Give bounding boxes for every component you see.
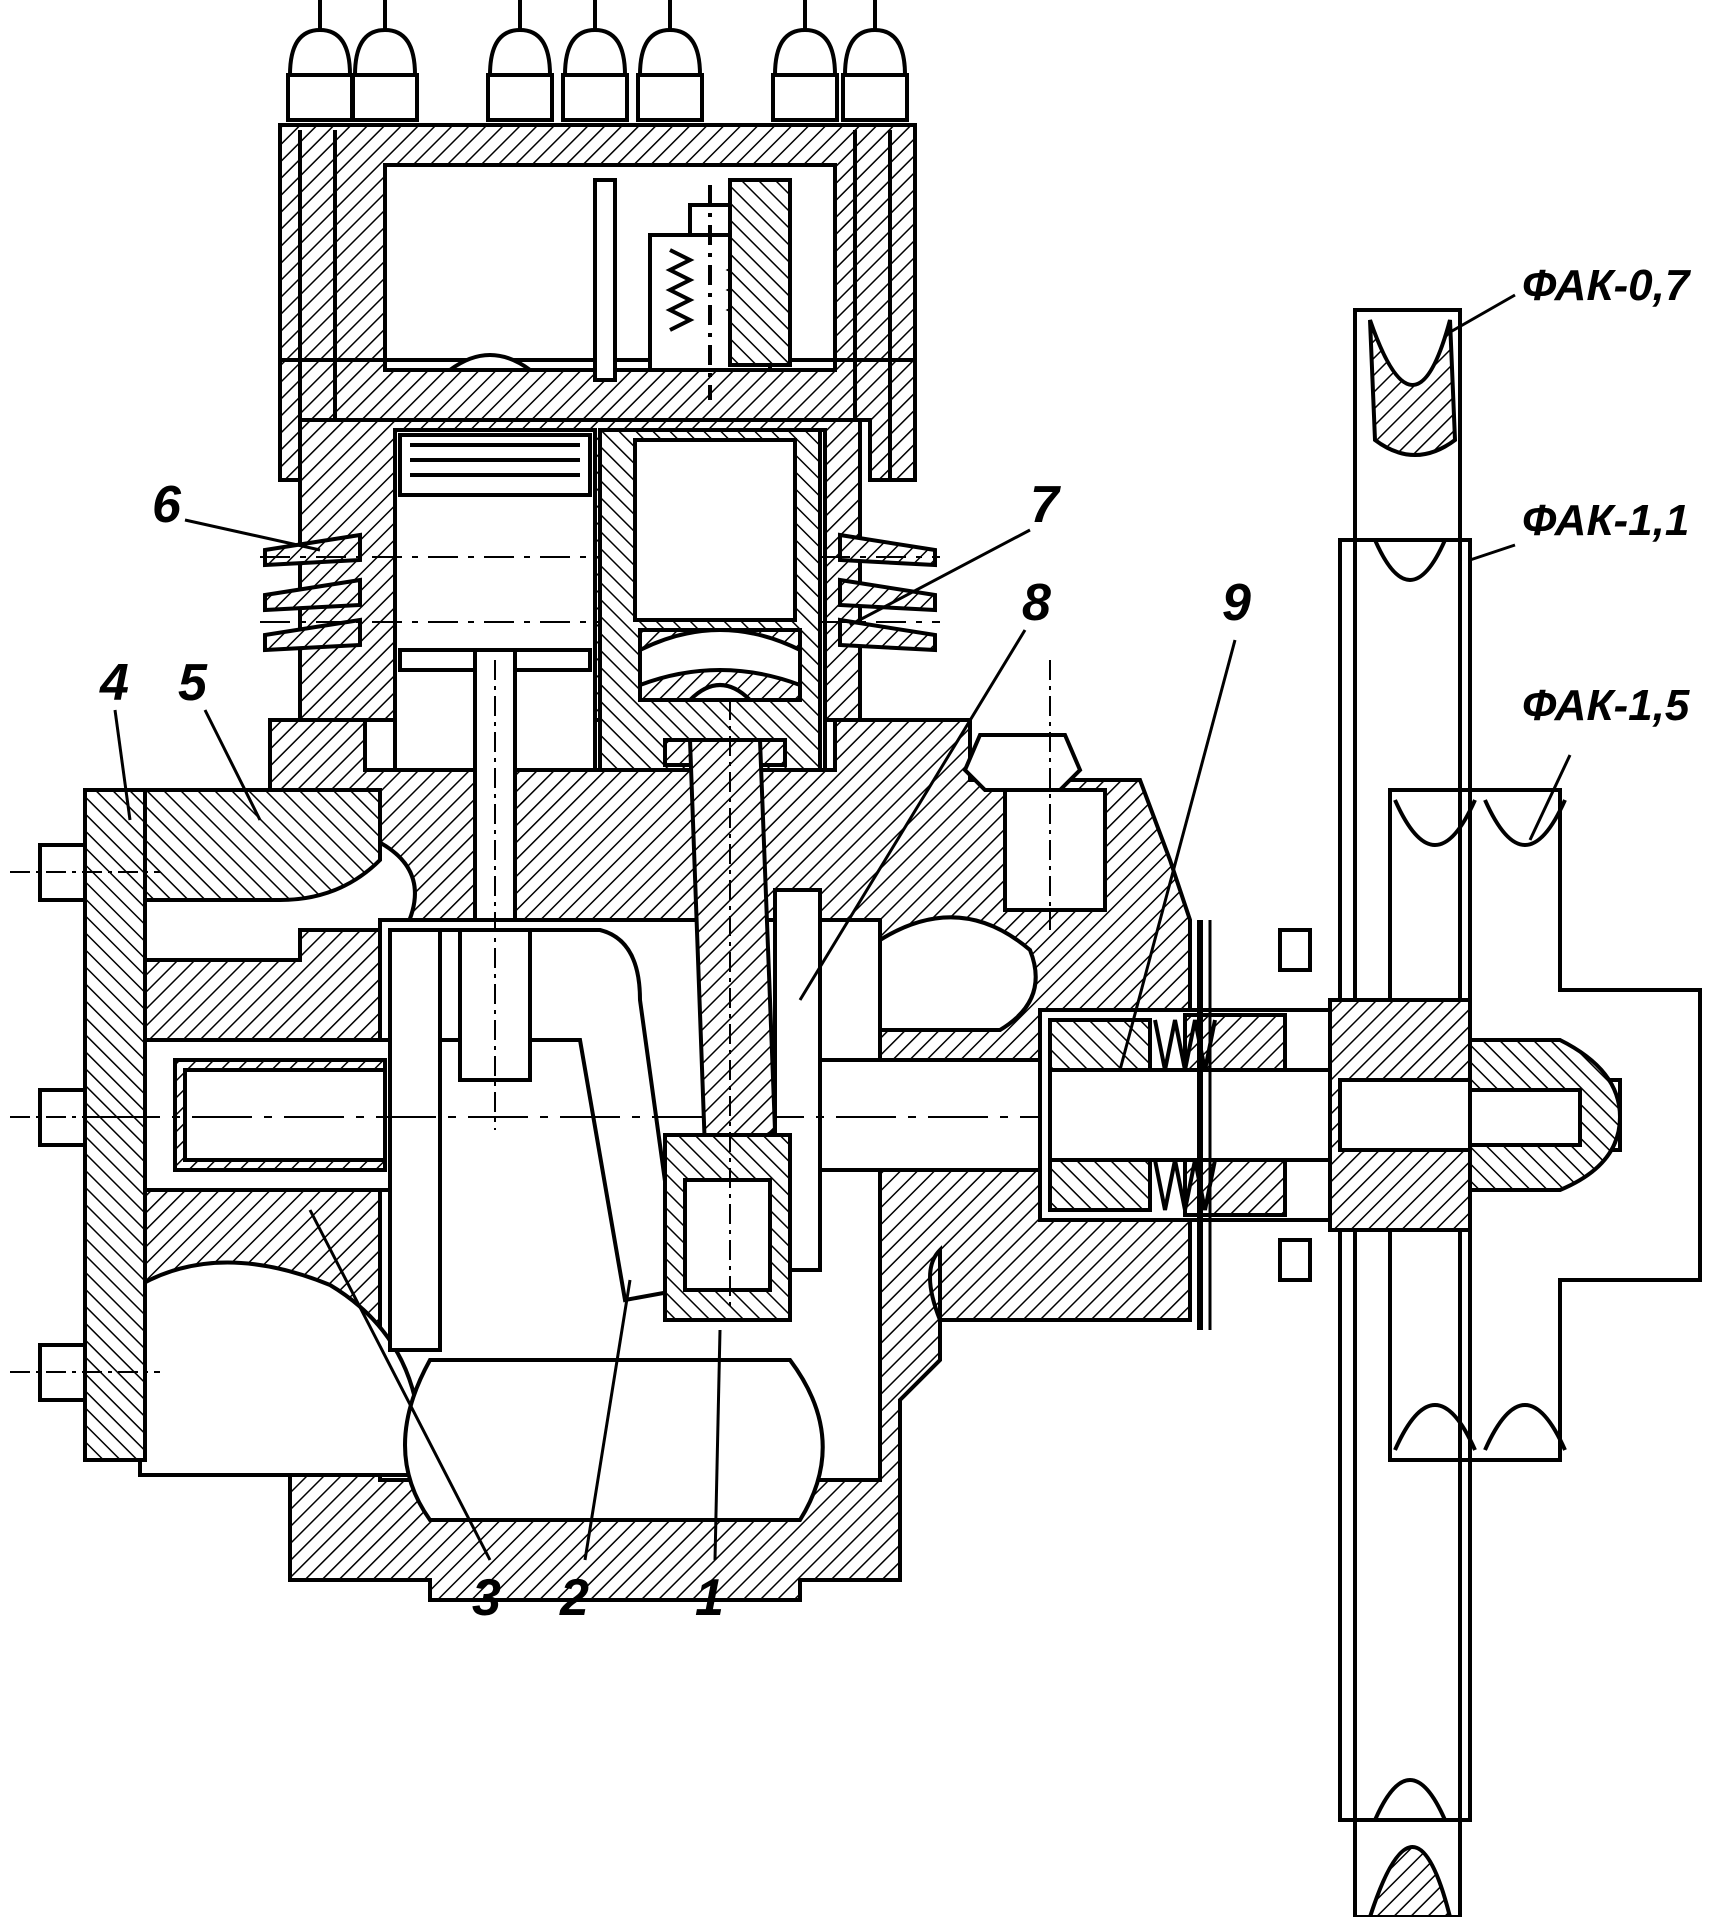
head-bolt-cap bbox=[636, 27, 704, 122]
head-bolt-cap bbox=[351, 27, 419, 122]
shaft-seal bbox=[1038, 920, 1342, 1330]
part-label-8: 8 bbox=[1022, 574, 1051, 632]
cooling-fins-left bbox=[263, 532, 362, 653]
head-bolt-cap bbox=[486, 27, 554, 122]
piston-right bbox=[598, 428, 822, 792]
part-label-9: 9 bbox=[1222, 574, 1251, 632]
part-label-5: 5 bbox=[178, 654, 208, 712]
model-label-fak-1-1: ФАК-1,1 bbox=[1522, 496, 1689, 545]
cylinder-head-bolts bbox=[286, 0, 909, 122]
cooling-fins-right bbox=[838, 532, 937, 653]
connecting-rod-right bbox=[663, 700, 792, 1322]
cover-bolts bbox=[10, 843, 160, 1402]
head-bolt-cap bbox=[561, 27, 629, 122]
side-cover bbox=[83, 788, 382, 1462]
oil-plug bbox=[962, 660, 1107, 930]
model-label-fak-0-7: ФАК-0,7 bbox=[1522, 261, 1692, 310]
head-bolt-cap bbox=[771, 27, 839, 122]
part-labels: 1 2 3 4 5 6 7 8 9 ФАК-0,7 ФАК-1,1 ФАК-1,… bbox=[99, 261, 1692, 1627]
head-bolt-cap bbox=[841, 27, 909, 122]
part-label-3: 3 bbox=[472, 1569, 501, 1627]
leader-lines bbox=[113, 293, 1572, 1561]
part-label-4: 4 bbox=[99, 654, 129, 712]
model-label-fak-1-5: ФАК-1,5 bbox=[1522, 681, 1690, 730]
head-bolt-cap bbox=[286, 27, 354, 122]
flywheel-pulley bbox=[1328, 308, 1702, 1917]
part-label-1: 1 bbox=[695, 1569, 724, 1627]
connecting-rod-left bbox=[458, 648, 532, 1130]
valve-assembly bbox=[443, 178, 792, 400]
part-label-2: 2 bbox=[559, 1569, 589, 1627]
part-label-6: 6 bbox=[152, 476, 182, 534]
part-label-7: 7 bbox=[1030, 476, 1061, 534]
